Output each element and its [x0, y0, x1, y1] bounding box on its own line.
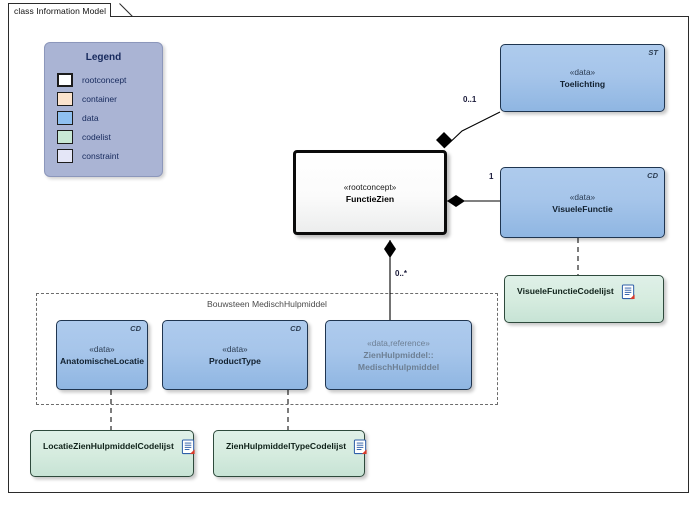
- legend-label-rootconcept: rootconcept: [82, 74, 127, 85]
- codelist-locatiezienhulpmiddelcodelijst[interactable]: LocatieZienHulpmiddelCodelijst: [30, 430, 195, 477]
- legend-panel: Legend rootconcept container data codeli…: [44, 42, 163, 177]
- legend-swatch-rootconcept: [57, 72, 73, 87]
- multiplicity-medischhulpmiddel: 0..*: [395, 269, 408, 278]
- codelist-visuelefunctiecodelijst[interactable]: VisueleFunctieCodelijst: [504, 275, 664, 323]
- legend-label-constraint: constraint: [82, 150, 119, 161]
- codelist-zienhulpmiddeltypecodelijst-name: ZienHulpmiddelTypeCodelijst: [226, 441, 347, 451]
- class-functiezien-name: FunctieZien: [345, 193, 395, 204]
- legend-label-data: data: [82, 112, 99, 123]
- codelist-locatiezienhulpmiddelcodelijst-name: LocatieZienHulpmiddelCodelijst: [43, 441, 174, 451]
- class-anatomischelocatie-corner: CD: [130, 324, 141, 333]
- class-functiezien-stereotype: «rootconcept»: [343, 181, 397, 192]
- legend-item-rootconcept: rootconcept: [57, 70, 162, 89]
- class-producttype[interactable]: CD «data» ProductType: [162, 320, 308, 390]
- container-label: Bouwsteen MedischHulpmiddel: [207, 299, 327, 309]
- legend-title: Legend: [85, 52, 122, 63]
- legend-label-codelist: codelist: [82, 131, 111, 142]
- class-producttype-stereotype: «data»: [222, 344, 248, 354]
- class-functiezien[interactable]: «rootconcept» FunctieZien: [293, 150, 447, 235]
- title-tab-corner-icon: [119, 3, 133, 17]
- legend-item-container: container: [57, 89, 162, 108]
- class-anatomischelocatie[interactable]: CD «data» AnatomischeLocatie: [56, 320, 148, 390]
- class-visuelefunctie-stereotype: «data»: [569, 191, 596, 202]
- class-toelichting[interactable]: ST «data» Toelichting: [500, 44, 665, 112]
- class-visuelefunctie-name: VisueleFunctie: [552, 203, 613, 214]
- multiplicity-toelichting: 0..1: [463, 95, 477, 104]
- legend-item-constraint: constraint: [57, 146, 162, 165]
- class-producttype-name: ProductType: [209, 356, 261, 366]
- legend-list: rootconcept container data codelist cons…: [45, 70, 162, 165]
- codelist-zienhulpmiddeltypecodelijst[interactable]: ZienHulpmiddelTypeCodelijst: [213, 430, 367, 477]
- legend-swatch-container: [57, 91, 73, 106]
- legend-item-codelist: codelist: [57, 127, 162, 146]
- class-toelichting-corner: ST: [648, 48, 658, 57]
- class-anatomischelocatie-stereotype: «data»: [89, 344, 115, 354]
- class-producttype-corner: CD: [290, 324, 301, 333]
- legend-swatch-codelist: [57, 129, 73, 144]
- class-toelichting-stereotype: «data»: [569, 67, 596, 77]
- multiplicity-visuelefunctie: 1: [489, 172, 494, 181]
- container-bouwsteen-medischhulpmiddel: Bouwsteen MedischHulpmiddel: [36, 293, 498, 405]
- document-icon: [354, 439, 367, 455]
- legend-item-data: data: [57, 108, 162, 127]
- legend-label-container: container: [82, 93, 117, 104]
- class-toelichting-name: Toelichting: [559, 79, 606, 89]
- class-medischhulpmiddel-name-line1: ZienHulpmiddel::: [363, 350, 434, 360]
- class-anatomischelocatie-name: AnatomischeLocatie: [59, 356, 145, 366]
- class-medischhulpmiddel-stereotype: «data,reference»: [367, 338, 430, 348]
- legend-swatch-constraint: [57, 148, 73, 163]
- class-medischhulpmiddel-name-line2: MedischHulpmiddel: [357, 362, 440, 372]
- diagram-title: class Information Model: [14, 5, 107, 16]
- class-visuelefunctie[interactable]: CD «data» VisueleFunctie: [500, 167, 665, 238]
- diagram-title-tab: class Information Model: [8, 3, 112, 17]
- class-visuelefunctie-corner: CD: [647, 171, 658, 180]
- document-icon: [621, 284, 635, 300]
- codelist-visuelefunctiecodelijst-name: VisueleFunctieCodelijst: [517, 286, 614, 296]
- legend-swatch-data: [57, 110, 73, 125]
- document-icon: [181, 439, 195, 455]
- class-medischhulpmiddel[interactable]: «data,reference» ZienHulpmiddel:: Medisc…: [325, 320, 472, 390]
